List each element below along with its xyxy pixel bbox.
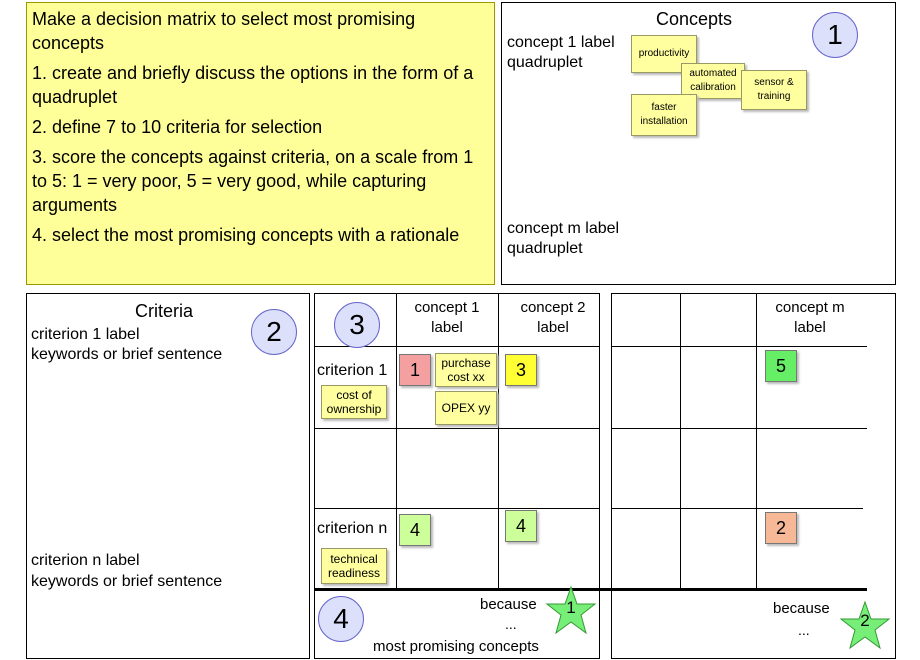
criterion-n-description: keywords or brief sentence	[31, 573, 223, 590]
star-rank-1-label: 1	[566, 598, 576, 617]
grid-line	[314, 428, 600, 429]
score-criterion-1-concept-1[interactable]: 1	[399, 354, 431, 386]
dots-right: ...	[798, 622, 810, 638]
dots-left: ...	[505, 616, 517, 632]
note-productivity[interactable]: productivity	[631, 35, 697, 73]
grid-line	[314, 346, 600, 347]
concepts-panel: Concepts 1 concept 1 label quadruplet co…	[501, 2, 896, 285]
column-header-concept-m: concept m label	[775, 299, 845, 336]
concept-1-quadruplet: quadruplet	[507, 54, 583, 71]
score-criterion-1-concept-2[interactable]: 3	[505, 354, 537, 386]
criteria-panel: Criteria 2 criterion 1 label keywords or…	[26, 293, 310, 659]
most-promising-caption: most promising concepts	[373, 638, 539, 655]
grid-line	[396, 293, 397, 590]
criteria-title: Criteria	[135, 301, 194, 321]
concept-1-label: concept 1 label	[507, 34, 615, 51]
step-1-badge: 1	[812, 12, 858, 58]
note-faster-installation[interactable]: faster installation	[631, 94, 697, 136]
note-sensor-training[interactable]: sensor & training	[741, 70, 807, 110]
instructions-panel: Make a decision matrix to select most pr…	[26, 2, 495, 285]
score-criterion-n-concept-2[interactable]: 4	[505, 510, 537, 542]
because-left: because	[480, 596, 537, 613]
instruction-step-2: 2. define 7 to 10 criteria for selection	[32, 117, 323, 137]
note-technical-readiness[interactable]: technical readiness	[321, 548, 387, 584]
step-2-badge: 2	[251, 309, 297, 355]
grid-line	[611, 508, 863, 509]
score-criterion-n-concept-m[interactable]: 2	[765, 512, 797, 544]
matrix-right-panel	[611, 293, 896, 659]
criterion-1-label: criterion 1 label	[31, 326, 140, 343]
column-header-concept-2: concept 2 label	[520, 299, 586, 336]
note-cost-of-ownership[interactable]: cost of ownership	[321, 385, 387, 419]
grid-line	[314, 508, 600, 509]
grid-line	[680, 293, 681, 590]
selection-separator	[314, 588, 867, 591]
step-4-badge: 4	[318, 596, 364, 642]
star-rank-2-label: 2	[860, 611, 870, 630]
grid-line	[611, 428, 867, 429]
column-header-concept-1: concept 1 label	[414, 299, 480, 336]
criterion-1-description: keywords or brief sentence	[31, 346, 223, 363]
grid-line	[611, 346, 867, 347]
instruction-title: Make a decision matrix to select most pr…	[32, 9, 416, 53]
note-opex[interactable]: OPEX yy	[435, 391, 497, 425]
instruction-step-1: 1. create and briefly discuss the option…	[32, 63, 474, 107]
step-3-badge: 3	[334, 302, 380, 348]
row-header-criterion-1: criterion 1	[317, 362, 388, 379]
because-right: because	[773, 600, 830, 617]
note-purchase-cost[interactable]: purchase cost xx	[435, 353, 497, 387]
score-criterion-1-concept-m[interactable]: 5	[765, 350, 797, 382]
instruction-step-4: 4. select the most promising concepts wi…	[32, 225, 460, 245]
instruction-step-3: 3. score the concepts against criteria, …	[32, 147, 474, 215]
score-criterion-n-concept-1[interactable]: 4	[399, 514, 431, 546]
grid-line	[498, 293, 499, 590]
concepts-title: Concepts	[656, 9, 733, 29]
star-rank-1-icon	[545, 585, 597, 635]
star-rank-2-icon	[839, 600, 891, 650]
criterion-n-label: criterion n label	[31, 552, 140, 569]
grid-line	[756, 293, 757, 590]
concept-m-label: concept m label	[507, 220, 620, 237]
row-header-criterion-n: criterion n	[317, 520, 388, 537]
concept-m-quadruplet: quadruplet	[507, 240, 583, 257]
note-automated-calibration[interactable]: automated calibration	[681, 63, 745, 99]
